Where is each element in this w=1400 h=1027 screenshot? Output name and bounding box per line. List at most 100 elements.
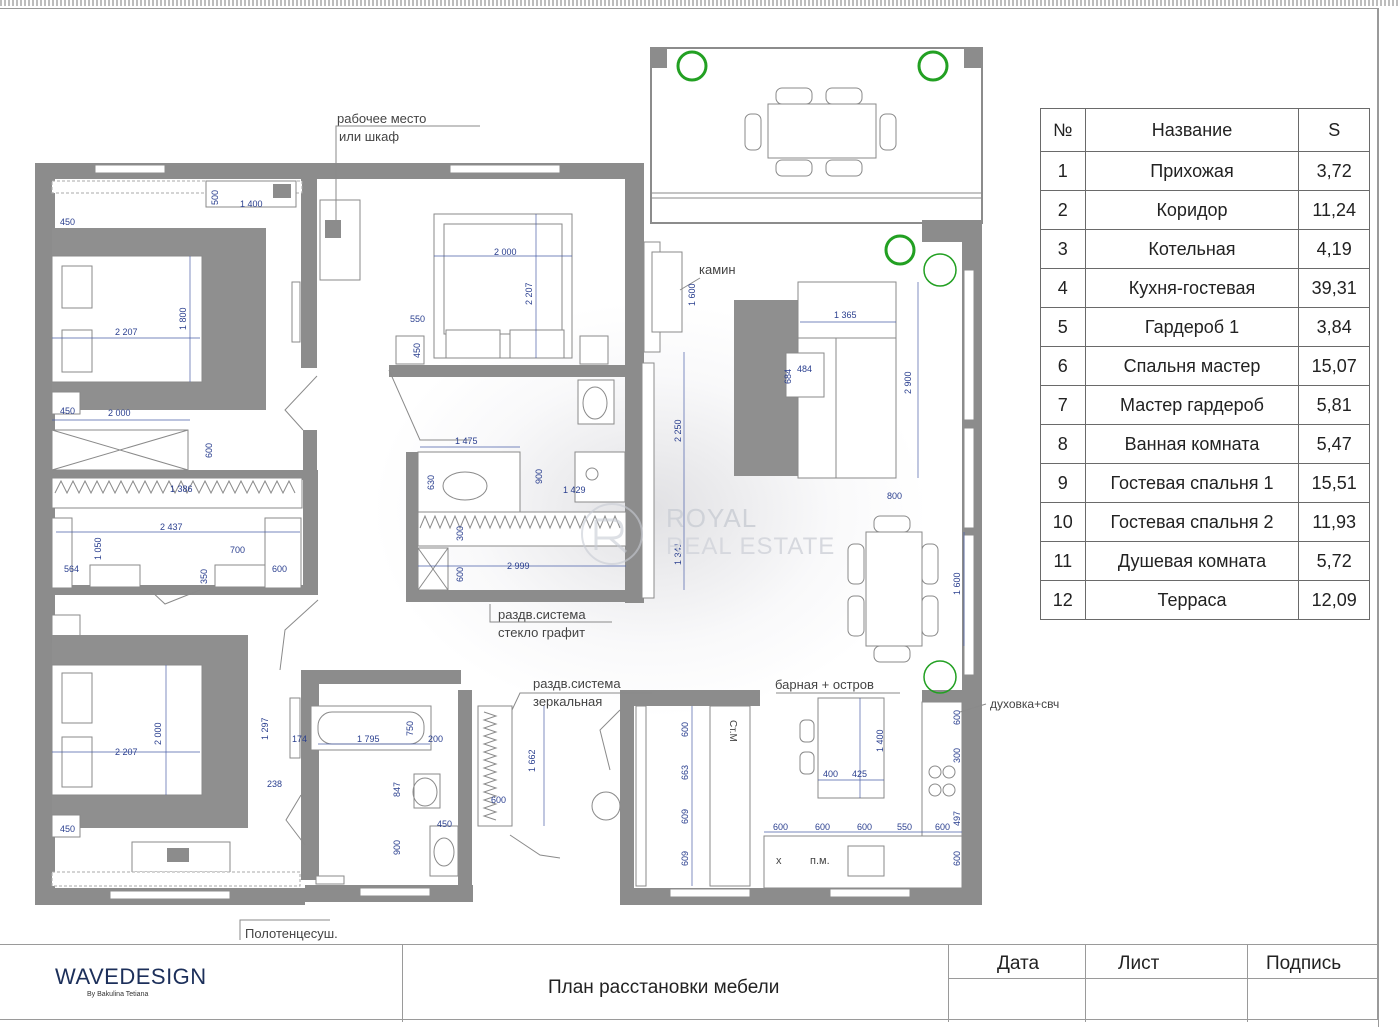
row-num: 2 <box>1040 190 1086 230</box>
brand-logo: WAVEDESIGN <box>55 964 207 989</box>
dimension-label: 1 050 <box>93 537 103 560</box>
towel-dryer <box>315 875 345 885</box>
row-num: 12 <box>1040 580 1086 620</box>
row-name: Душевая комната <box>1084 541 1300 581</box>
guest-bedroom-2 <box>51 614 301 887</box>
row-area: 39,31 <box>1298 268 1370 308</box>
row-num: 6 <box>1040 346 1086 386</box>
row-area: 11,24 <box>1298 190 1370 230</box>
row-area: 15,51 <box>1298 463 1370 503</box>
dimension-label: 750 <box>405 721 415 736</box>
dimension-label: 847 <box>392 782 402 797</box>
dimension-label: 1 475 <box>455 436 478 446</box>
title-block <box>0 944 1378 1022</box>
column-signature: Подпись <box>1266 953 1342 974</box>
dimension-label: 450 <box>412 343 422 358</box>
row-name: Кухня-гостевая <box>1084 268 1300 308</box>
row-num: 8 <box>1040 424 1086 464</box>
dimension-label: 609 <box>680 851 690 866</box>
sheet-top-edge <box>0 0 1400 6</box>
row-area: 3,72 <box>1298 151 1370 191</box>
header-name: Название <box>1084 108 1300 152</box>
annotation-fridge: х <box>776 855 782 867</box>
chair <box>775 87 813 105</box>
guest-bedroom-1 <box>51 180 303 471</box>
row-area: 5,72 <box>1298 541 1370 581</box>
dimension-label: 609 <box>680 809 690 824</box>
dimension-labels: 450 500 1 400 2 207 1 800 450 2 000 600 … <box>60 190 962 866</box>
title-block-divider <box>1247 944 1248 1022</box>
dimension-label: 300 <box>952 748 962 763</box>
dimension-label: 2 000 <box>108 408 131 418</box>
dimension-label: 630 <box>426 475 436 490</box>
row-name: Коридор <box>1084 190 1300 230</box>
row-num: 1 <box>1040 151 1086 191</box>
row-num: 7 <box>1040 385 1086 425</box>
plan-title: План расстановки мебели <box>548 977 780 998</box>
sheet-right-margin <box>1378 8 1400 1027</box>
dimension-label: 600 <box>773 822 788 832</box>
dimension-label: 800 <box>887 491 902 501</box>
dimension-label: 450 <box>60 824 75 834</box>
dimension-label: 2 437 <box>160 522 183 532</box>
dimension-label: 600 <box>491 795 506 805</box>
annotation-dishwasher: п.м. <box>810 855 830 867</box>
plant-icon <box>676 50 708 82</box>
row-area: 4,19 <box>1298 229 1370 269</box>
dimension-label: 2 000 <box>494 247 517 257</box>
plant-icon <box>884 234 916 266</box>
dimension-label: 600 <box>857 822 872 832</box>
row-num: 4 <box>1040 268 1086 308</box>
sheet-frame <box>0 8 1378 1020</box>
row-area: 15,07 <box>1298 346 1370 386</box>
walls <box>35 163 982 905</box>
dimension-label: 600 <box>952 851 962 866</box>
chair <box>879 113 897 151</box>
row-area: 11,93 <box>1298 502 1370 542</box>
chair <box>825 159 863 177</box>
title-block-divider <box>948 978 1378 979</box>
dimension-label: 1 600 <box>687 283 697 306</box>
dimension-label: 1 400 <box>240 199 263 209</box>
dimension-label: 450 <box>60 406 75 416</box>
dimension-label: 484 <box>797 364 812 374</box>
dimension-label: 200 <box>428 734 443 744</box>
dimension-label: 1 386 <box>170 484 193 494</box>
mirror-wardrobe <box>477 705 513 827</box>
bar-island <box>817 697 885 799</box>
dimension-label: 238 <box>267 779 282 789</box>
dimension-label: 1 297 <box>260 717 270 740</box>
dimension-label: 2 250 <box>673 419 683 442</box>
row-num: 11 <box>1040 541 1086 581</box>
dimension-label: 663 <box>680 765 690 780</box>
title-block-divider <box>402 944 403 1022</box>
annotation-sliding-glass-2: стекло графит <box>498 625 585 640</box>
annotation-workplace: рабочее место <box>337 111 426 126</box>
dimension-label: 600 <box>935 822 950 832</box>
dimension-label: 1 365 <box>834 310 857 320</box>
bathroom <box>310 705 513 885</box>
annotation-oven: духовка+свч <box>990 697 1059 711</box>
dimension-label: 1 600 <box>952 572 962 595</box>
terrace <box>650 47 983 224</box>
row-name: Котельная <box>1084 229 1300 269</box>
column-sheet: Лист <box>1118 953 1160 974</box>
doors <box>149 369 621 859</box>
master-bedroom <box>319 199 609 365</box>
watermark-logo <box>581 503 643 565</box>
watermark-line-1: ROYAL <box>666 503 758 533</box>
dining-table <box>865 531 923 647</box>
dimension-label: 2 207 <box>524 282 534 305</box>
header-area: S <box>1298 108 1370 152</box>
row-area: 3,84 <box>1298 307 1370 347</box>
row-name: Прихожая <box>1084 151 1300 191</box>
annotation-sliding-mirror: раздв.система <box>533 676 621 691</box>
